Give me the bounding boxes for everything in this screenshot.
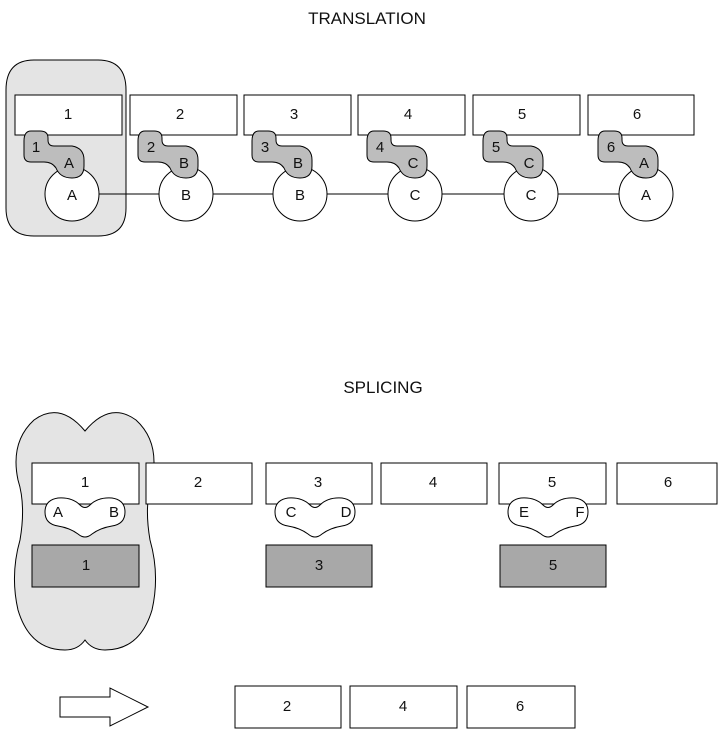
spliceosome-1: A B 1 xyxy=(31,497,140,588)
translation-box-label: 6 xyxy=(633,106,641,123)
spliced-out-label: 5 xyxy=(549,557,557,574)
translation-unit-5: 5 C 5 C xyxy=(472,94,581,222)
translation-circle-label: B xyxy=(181,187,191,204)
translation-adaptor-letter: A xyxy=(639,155,649,172)
splicing-segment-label: 6 xyxy=(664,474,672,491)
splicing-segment-6 xyxy=(616,462,718,505)
spliceosome-left-letter: C xyxy=(286,504,297,521)
spliceosome-shape xyxy=(507,497,589,538)
spliceosome-right-letter: B xyxy=(109,504,119,521)
splicing-segment-label: 5 xyxy=(548,474,556,491)
translation-box-label: 2 xyxy=(176,106,184,123)
translation-adaptor-label: 2 xyxy=(147,139,155,156)
splicing-segment-label: 1 xyxy=(81,474,89,491)
splicing-segment-label: 3 xyxy=(314,474,322,491)
spliceosome-2: C D 3 xyxy=(265,497,373,588)
splicing-segment-1 xyxy=(31,462,140,505)
translation-circle-label: A xyxy=(641,187,651,204)
translation-adaptor-letter: B xyxy=(293,155,303,172)
translation-circle-label: C xyxy=(526,187,537,204)
translation-box-2 xyxy=(129,94,238,136)
translation-adaptor-4 xyxy=(366,130,428,179)
translation-adaptor-3 xyxy=(251,130,313,179)
translation-box-label: 3 xyxy=(290,106,298,123)
splicing-segment-4 xyxy=(380,462,488,505)
spliced-out-segment-3 xyxy=(265,544,373,588)
translation-box-label: 4 xyxy=(404,106,412,123)
translation-box-5 xyxy=(472,94,581,136)
result-segment-4 xyxy=(349,685,458,729)
translation-box-4 xyxy=(357,94,466,136)
translation-adaptor-label: 6 xyxy=(607,139,615,156)
translation-box-6 xyxy=(587,94,695,136)
translation-title: TRANSLATION xyxy=(308,9,426,28)
spliceosome-shape xyxy=(274,497,356,538)
spliced-out-label: 1 xyxy=(82,557,90,574)
translation-adaptor-letter: C xyxy=(408,155,419,172)
translation-box-label: 5 xyxy=(518,106,526,123)
translation-adaptor-6 xyxy=(597,130,659,179)
translation-adaptor-5 xyxy=(482,130,544,179)
splicing-segment-label: 2 xyxy=(194,474,202,491)
splicing-segment-2 xyxy=(145,462,253,505)
splicing-title: SPLICING xyxy=(343,378,422,397)
splicing-result-row: 2 4 6 xyxy=(234,685,576,729)
translation-adaptor-label: 3 xyxy=(261,139,269,156)
spliced-out-segment-1 xyxy=(31,544,140,588)
spliceosome-left-letter: A xyxy=(53,504,63,521)
splicing-segment-5 xyxy=(498,462,607,505)
translation-unit-1: 1 A 1 A xyxy=(14,94,123,222)
spliceosome-shape xyxy=(44,497,126,538)
translation-adaptor-label: 4 xyxy=(376,139,384,156)
translation-adaptor-1 xyxy=(23,130,85,179)
translation-box-3 xyxy=(243,94,352,136)
result-segment-label: 2 xyxy=(283,698,291,715)
translation-adaptor-label: 1 xyxy=(32,139,40,156)
spliceosome-right-letter: D xyxy=(341,504,352,521)
translation-unit-2: 2 B 2 B xyxy=(129,94,238,222)
translation-adaptor-letter: B xyxy=(179,155,189,172)
spliced-out-segment-5 xyxy=(499,544,607,588)
splicing-segment-label: 4 xyxy=(429,474,437,491)
translation-circle-label: B xyxy=(295,187,305,204)
translation-box-label: 1 xyxy=(64,106,72,123)
spliceosome-right-letter: F xyxy=(575,504,584,521)
translation-circle-label: C xyxy=(410,187,421,204)
translation-unit-3: 3 B 3 B xyxy=(243,94,352,222)
translation-adaptor-label: 5 xyxy=(492,139,500,156)
translation-adaptor-letter: A xyxy=(64,155,74,172)
splicing-segment-3 xyxy=(265,462,373,505)
translation-circle-label: A xyxy=(67,187,77,204)
spliced-out-label: 3 xyxy=(315,557,323,574)
result-segment-6 xyxy=(466,685,576,729)
result-segment-label: 6 xyxy=(516,698,524,715)
translation-adaptor-letter: C xyxy=(524,155,535,172)
result-segment-label: 4 xyxy=(399,698,407,715)
translation-unit-4: 4 C 4 C xyxy=(357,94,466,222)
result-segment-2 xyxy=(234,685,342,729)
translation-unit-6: 6 A 6 A xyxy=(587,94,695,222)
splicing-segment-row: 1 2 3 4 5 6 xyxy=(31,462,718,505)
spliceosome-3: E F 5 xyxy=(499,497,607,588)
spliceosome-left-letter: E xyxy=(519,504,529,521)
translation-adaptor-2 xyxy=(137,130,199,179)
right-arrow-icon xyxy=(59,687,150,727)
translation-box-1 xyxy=(14,94,123,136)
